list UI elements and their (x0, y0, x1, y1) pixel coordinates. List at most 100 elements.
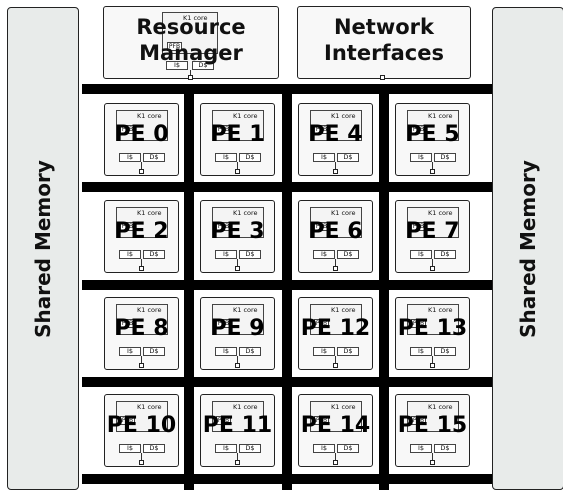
pe-wire (432, 162, 433, 170)
pe-core-label: K1 core (331, 209, 356, 217)
network-interfaces-title: Network Interfaces (298, 14, 470, 66)
pe-data-cache: D$ (337, 250, 359, 259)
shared-memory-right: Shared Memory (492, 7, 563, 490)
pe-port (333, 266, 338, 271)
pe-label: PE 14 (300, 413, 371, 438)
pe-label: PE 0 (114, 122, 169, 147)
pe-data-cache: D$ (239, 347, 261, 356)
pe-pfb: PFB (216, 222, 231, 231)
pe-pfb: PFB (411, 416, 426, 425)
pe-label: PE 3 (210, 219, 265, 244)
pe-wire (237, 259, 238, 267)
pe-core-label: K1 core (428, 306, 453, 314)
pe-port (333, 363, 338, 368)
pe-core-label: K1 core (137, 112, 162, 120)
pe-core-label: K1 core (233, 112, 258, 120)
rm-instruction-cache: I$ (166, 61, 188, 70)
pe-label: PE 11 (202, 413, 273, 438)
pe-core-label: K1 core (137, 403, 162, 411)
rm-port (188, 75, 193, 80)
pe-instruction-cache: I$ (313, 444, 335, 453)
pe-pfb: PFB (411, 222, 426, 231)
shared-memory-right-label: Shared Memory (516, 159, 541, 338)
bus-vertical (379, 84, 389, 490)
pe-pfb: PFB (120, 125, 135, 134)
pe-pfb: PFB (314, 222, 329, 231)
pe-pfb: PFB (314, 319, 329, 328)
pe-instruction-cache: I$ (410, 347, 432, 356)
pe-wire (237, 162, 238, 170)
pe-core-label: K1 core (137, 209, 162, 217)
pe-core-label: K1 core (233, 209, 258, 217)
pe-instruction-cache: I$ (119, 347, 141, 356)
pe-data-cache: D$ (434, 250, 456, 259)
ni-title-line2: Interfaces (324, 41, 444, 65)
pe-label: PE 10 (106, 413, 177, 438)
pe-port (430, 266, 435, 271)
pe-wire (432, 259, 433, 267)
pe-wire (335, 259, 336, 267)
pe-pfb: PFB (411, 319, 426, 328)
pe-instruction-cache: I$ (410, 250, 432, 259)
rm-core-label: K1 core (183, 14, 208, 22)
pe-port (430, 169, 435, 174)
pe-port (333, 169, 338, 174)
pe-wire (237, 453, 238, 461)
pe-data-cache: D$ (434, 444, 456, 453)
pe-pfb: PFB (411, 125, 426, 134)
pe-port (430, 363, 435, 368)
pe-pfb: PFB (216, 125, 231, 134)
pe-instruction-cache: I$ (313, 153, 335, 162)
shared-memory-left-label: Shared Memory (31, 159, 56, 338)
pe-label: PE 12 (300, 316, 371, 341)
pe-port (235, 266, 240, 271)
pe-instruction-cache: I$ (215, 250, 237, 259)
pe-wire (335, 453, 336, 461)
pe-core-label: K1 core (428, 209, 453, 217)
pe-wire (432, 453, 433, 461)
bus-vertical (184, 84, 194, 490)
resource-manager: K1 core PFB I$ D$ Resource Manager (103, 6, 279, 80)
pe-core-label: K1 core (331, 306, 356, 314)
pe-label: PE 15 (397, 413, 468, 438)
pe-data-cache: D$ (239, 250, 261, 259)
pe-label: PE 7 (405, 219, 460, 244)
pe-wire (432, 356, 433, 364)
pe-wire (237, 356, 238, 364)
pe-pfb: PFB (120, 222, 135, 231)
pe-port (235, 460, 240, 465)
pe-instruction-cache: I$ (313, 347, 335, 356)
pe-core-label: K1 core (331, 403, 356, 411)
pe-wire (335, 356, 336, 364)
pe-pfb: PFB (120, 319, 135, 328)
ni-title-line1: Network (333, 15, 434, 39)
pe-instruction-cache: I$ (215, 347, 237, 356)
pe-label: PE 8 (114, 316, 169, 341)
ni-port (380, 75, 385, 80)
pe-instruction-cache: I$ (410, 444, 432, 453)
pe-port (430, 460, 435, 465)
pe-data-cache: D$ (434, 153, 456, 162)
pe-port (139, 169, 144, 174)
bus-vertical (282, 84, 292, 490)
pe-core-label: K1 core (428, 112, 453, 120)
